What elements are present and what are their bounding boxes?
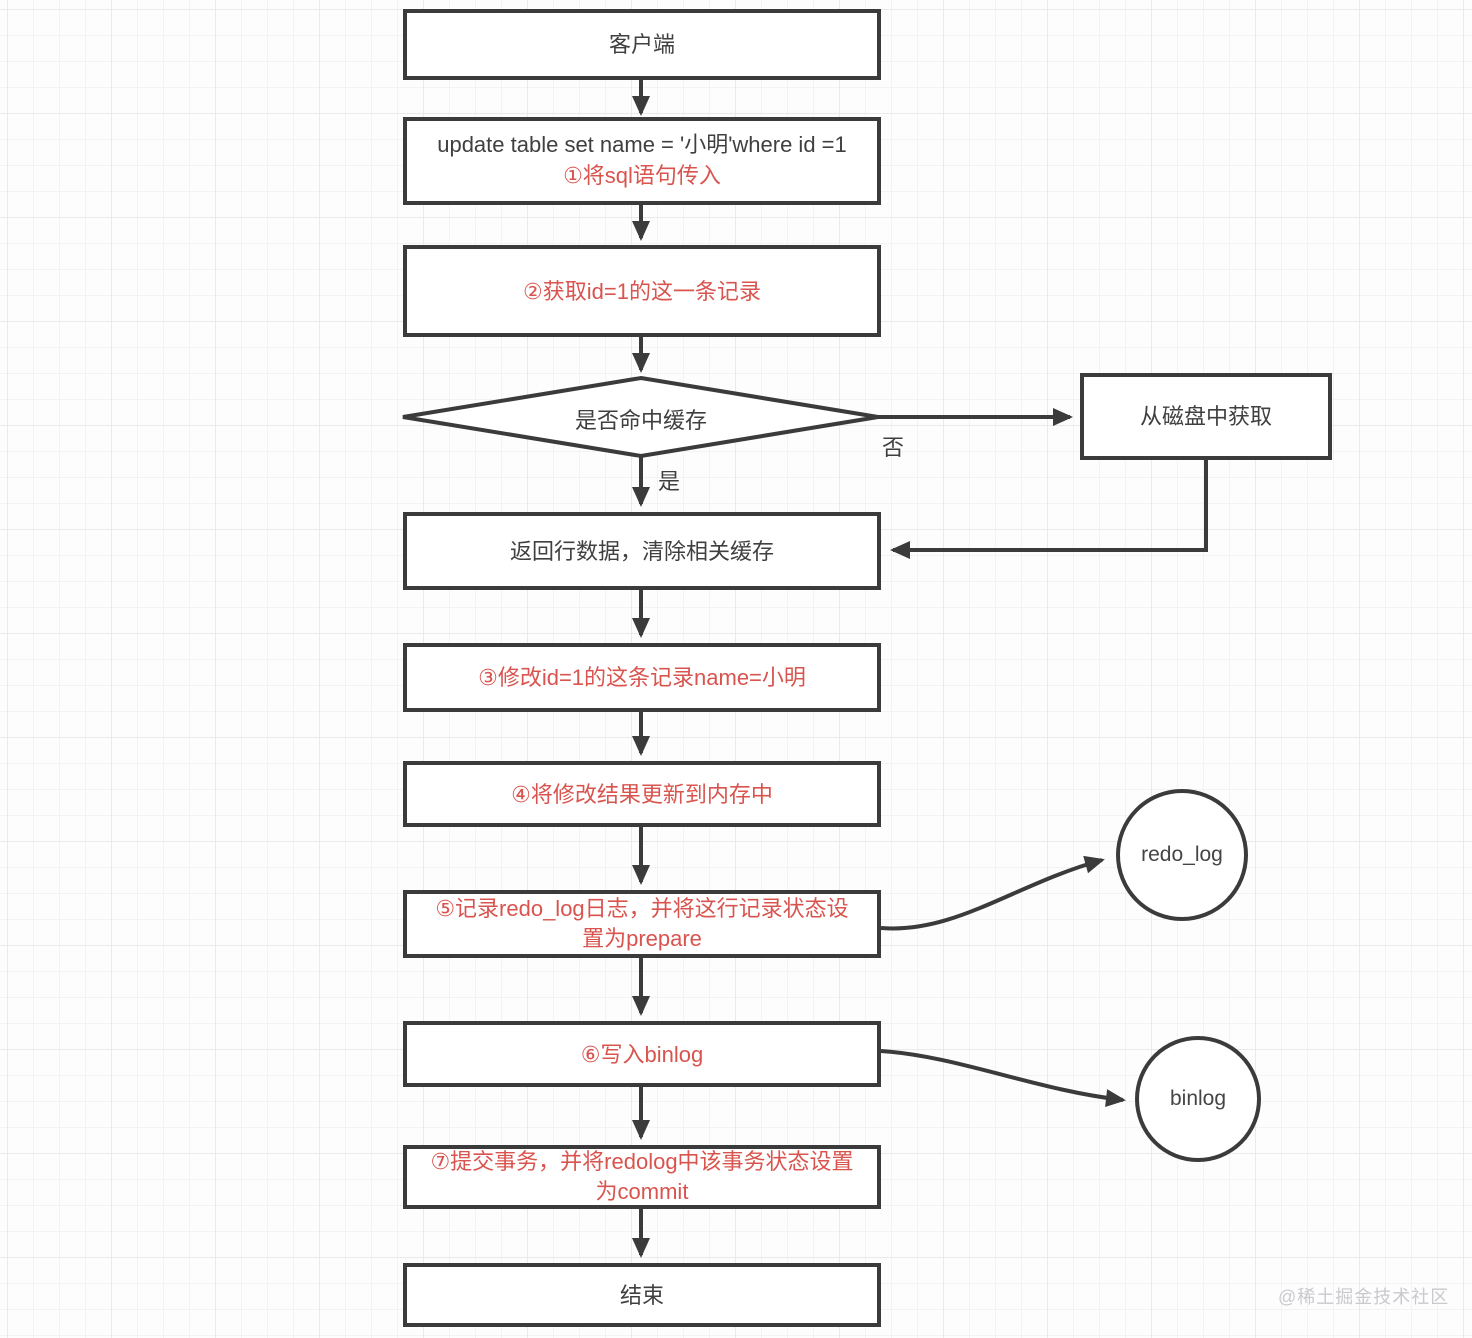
node-commit-transaction: ⑦提交事务，并将redolog中该事务状态设置为commit xyxy=(403,1145,881,1209)
decision-label: 是否命中缓存 xyxy=(574,408,707,433)
end-label: 结束 xyxy=(619,1282,664,1308)
edge-to-binlog-circle xyxy=(880,1049,1126,1108)
node-sql-input: update table set name = '小明'where id =1 … xyxy=(403,117,881,205)
write-binlog-label: ⑥写入binlog xyxy=(580,1041,704,1067)
node-client: 客户端 xyxy=(403,9,881,80)
commit-transaction-label: ⑦提交事务，并将redolog中该事务状态设置为commit xyxy=(430,1149,854,1204)
node-fetch-record: ②获取id=1的这一条记录 xyxy=(403,245,881,337)
redo-log-circle: redo_log xyxy=(1116,789,1248,921)
binlog-circle-label: binlog xyxy=(1169,1087,1227,1110)
record-redo-log-label: ⑤记录redo_log日志，并将这行记录状态设置为prepare xyxy=(435,896,849,951)
edge-label-no: 否 xyxy=(882,435,905,460)
edge-disk-to-return xyxy=(890,458,1208,559)
node-client-label: 客户端 xyxy=(608,32,675,57)
watermark-text: @稀土掘金技术社区 xyxy=(1278,1287,1450,1307)
sql-statement: update table set name = '小明'where id =1 xyxy=(437,132,847,158)
binlog-circle: binlog xyxy=(1135,1036,1261,1162)
node-write-binlog: ⑥写入binlog xyxy=(403,1021,881,1087)
fetch-record-label: ②获取id=1的这一条记录 xyxy=(523,278,761,304)
decision-diamond-shape xyxy=(402,375,879,459)
node-end: 结束 xyxy=(403,1263,881,1327)
modify-record-label: ③修改id=1的这条记录name=小明 xyxy=(478,665,806,690)
disk-fetch-label: 从磁盘中获取 xyxy=(1139,404,1272,429)
node-update-memory: ④将修改结果更新到内存中 xyxy=(403,761,881,827)
node-return-rows: 返回行数据，清除相关缓存 xyxy=(403,512,881,590)
update-memory-label: ④将修改结果更新到内存中 xyxy=(511,781,773,807)
sql-step-note: ①将sql语句传入 xyxy=(563,163,721,188)
node-modify-record: ③修改id=1的这条记录name=小明 xyxy=(403,643,881,712)
node-disk-fetch: 从磁盘中获取 xyxy=(1080,373,1332,460)
redo-log-circle-label: redo_log xyxy=(1141,843,1223,866)
edge-label-yes: 是 xyxy=(658,469,681,494)
return-rows-label: 返回行数据，清除相关缓存 xyxy=(509,538,774,564)
node-record-redo-log: ⑤记录redo_log日志，并将这行记录状态设置为prepare xyxy=(403,890,881,958)
edge-to-redolog-circle xyxy=(880,855,1105,931)
